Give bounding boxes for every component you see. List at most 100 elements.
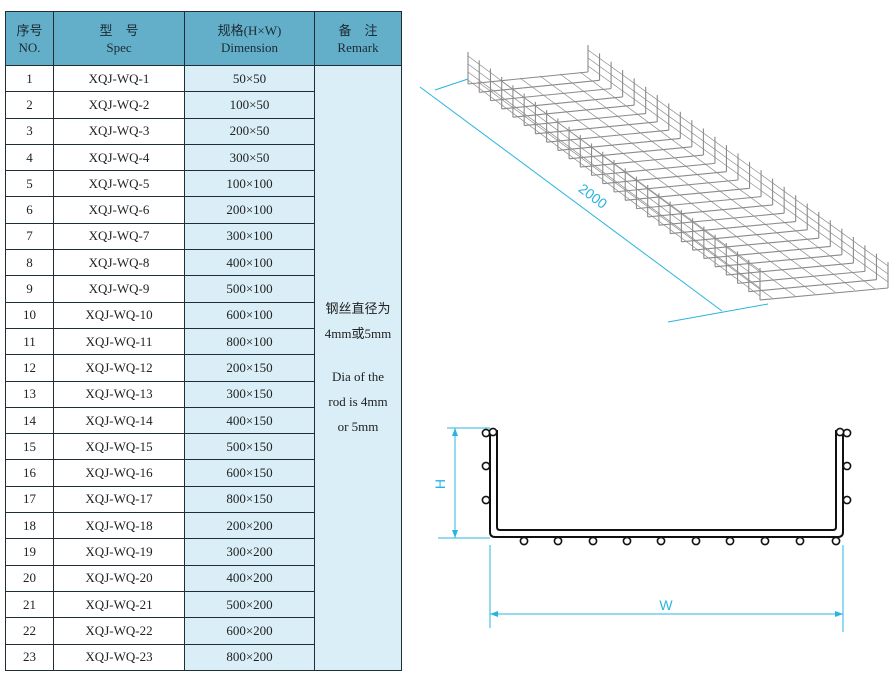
row-number: 23 — [5, 643, 54, 671]
row-number: 4 — [5, 143, 54, 172]
row-spec: XQJ-WQ-1 — [53, 64, 185, 93]
row-dimension: 600×200 — [184, 617, 315, 645]
row-dimension: 300×100 — [184, 222, 315, 251]
length-extension-line-end — [667, 303, 769, 323]
row-number: 5 — [5, 170, 54, 198]
row-spec: XQJ-WQ-3 — [53, 117, 185, 145]
row-dimension: 200×50 — [184, 117, 315, 145]
row-number: 13 — [5, 380, 54, 408]
row-dimension: 500×200 — [184, 590, 315, 619]
row-dimension: 400×150 — [184, 406, 315, 435]
row-dimension: 600×100 — [184, 301, 315, 329]
row-dimension: 800×100 — [184, 327, 315, 356]
row-number: 19 — [5, 538, 54, 566]
row-number: 9 — [5, 275, 54, 303]
row-spec: XQJ-WQ-11 — [53, 327, 185, 356]
row-spec: XQJ-WQ-19 — [53, 538, 185, 566]
row-dimension: 300×150 — [184, 380, 315, 408]
row-number: 21 — [5, 590, 54, 619]
row-number: 3 — [5, 117, 54, 145]
row-number: 15 — [5, 433, 54, 461]
row-dimension: 200×100 — [184, 196, 315, 224]
row-number: 12 — [5, 354, 54, 382]
row-spec: XQJ-WQ-21 — [53, 590, 185, 619]
row-dimension: 50×50 — [184, 64, 315, 93]
row-spec: XQJ-WQ-6 — [53, 196, 185, 224]
row-number: 14 — [5, 406, 54, 435]
row-spec: XQJ-WQ-4 — [53, 143, 185, 172]
row-number: 16 — [5, 459, 54, 487]
row-spec: XQJ-WQ-13 — [53, 380, 185, 408]
remark-en-line1: Dia of the — [332, 369, 384, 385]
header-spec-zh: 型 号 — [99, 22, 139, 38]
row-spec: XQJ-WQ-23 — [53, 643, 185, 671]
remark-en-line2: rod is 4mm — [328, 394, 388, 410]
remark-en-line3: or 5mm — [337, 419, 379, 435]
row-spec: XQJ-WQ-20 — [53, 564, 185, 592]
row-number: 17 — [5, 485, 54, 514]
length-label: 2000 — [576, 180, 611, 212]
length-dimension-line — [419, 86, 723, 312]
header-dimension: 规格(H×W)Dimension — [184, 11, 315, 66]
cross-section-drawing: H W — [432, 427, 852, 632]
row-spec: XQJ-WQ-8 — [53, 249, 185, 277]
row-number: 7 — [5, 222, 54, 251]
height-label: H — [432, 479, 448, 489]
header-dimension-en: Dimension — [220, 39, 279, 55]
row-spec: XQJ-WQ-7 — [53, 222, 185, 251]
row-number: 22 — [5, 617, 54, 645]
row-spec: XQJ-WQ-16 — [53, 459, 185, 487]
row-dimension: 800×200 — [184, 643, 315, 671]
row-spec: XQJ-WQ-17 — [53, 485, 185, 514]
row-dimension: 200×200 — [184, 512, 315, 540]
row-dimension: 100×100 — [184, 170, 315, 198]
header-spec-en: Spec — [106, 39, 132, 55]
row-spec: XQJ-WQ-9 — [53, 275, 185, 303]
remark-zh-line2: 4mm或5mm — [324, 326, 392, 342]
row-dimension: 300×200 — [184, 538, 315, 566]
row-dimension: 400×100 — [184, 249, 315, 277]
row-spec: XQJ-WQ-14 — [53, 406, 185, 435]
length-extension-line-start — [434, 78, 469, 91]
row-spec: XQJ-WQ-5 — [53, 170, 185, 198]
row-spec: XQJ-WQ-2 — [53, 91, 185, 119]
row-number: 8 — [5, 249, 54, 277]
header-no-zh: 序号 — [16, 22, 43, 38]
cable-tray-3d-drawing: 2000 — [419, 45, 889, 323]
row-number: 1 — [5, 64, 54, 93]
row-dimension: 500×100 — [184, 275, 315, 303]
row-dimension: 500×150 — [184, 433, 315, 461]
header-dimension-zh: 规格(H×W) — [217, 22, 282, 38]
header-remark-zh: 备 注 — [338, 22, 378, 38]
remark-zh-line1: 钢丝直径为 — [325, 301, 391, 317]
width-label: W — [659, 597, 673, 613]
